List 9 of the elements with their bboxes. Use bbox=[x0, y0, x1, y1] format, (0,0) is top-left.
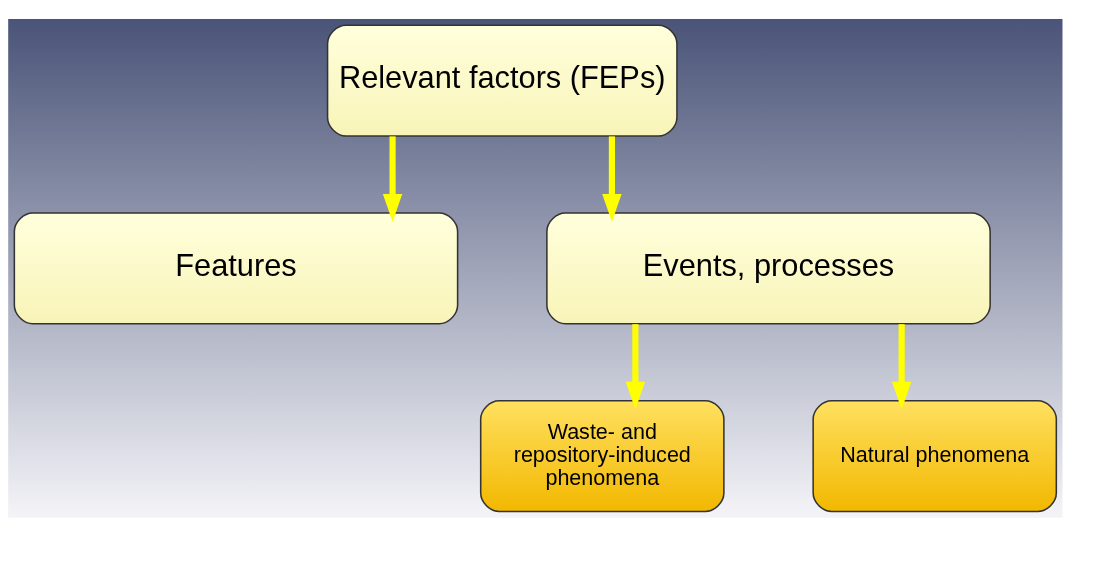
arrow bbox=[625, 323, 646, 409]
arrow bbox=[891, 323, 912, 409]
node-box: Events, processes bbox=[546, 211, 991, 324]
arrow bbox=[382, 135, 403, 222]
node-box: Waste- and repository-induced phenomena bbox=[479, 399, 725, 512]
node-box: Relevant factors (FEPs) bbox=[326, 23, 678, 137]
node-box: Natural phenomena bbox=[812, 399, 1058, 512]
arrow bbox=[602, 135, 622, 222]
node-box: Features bbox=[13, 211, 459, 324]
